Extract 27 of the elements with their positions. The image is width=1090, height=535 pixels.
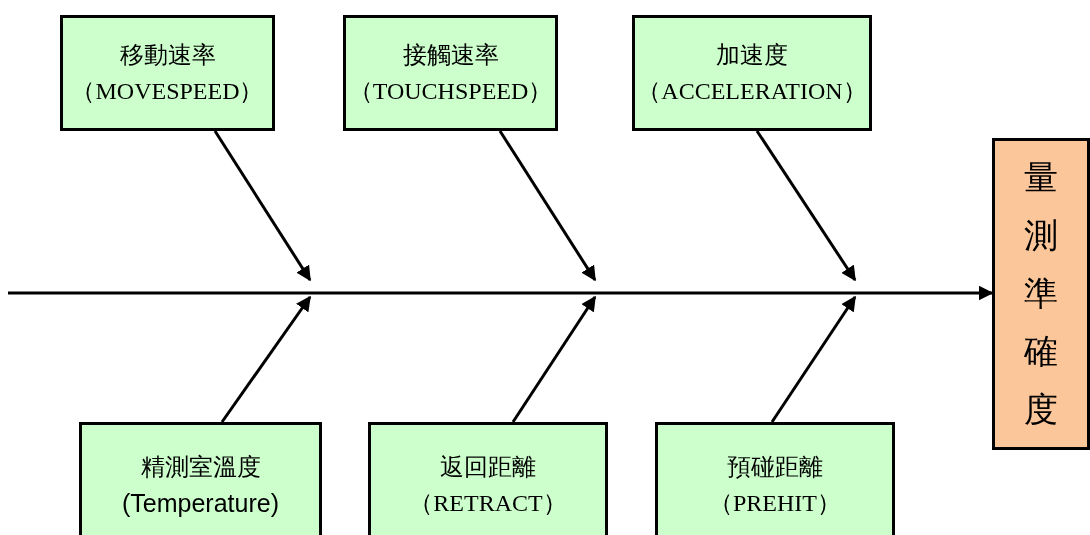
arrow <box>220 295 312 423</box>
arrow <box>770 295 857 423</box>
cause-title: 加速度 <box>716 41 788 70</box>
cause-subtitle: （ACCELERATION） <box>637 77 867 106</box>
cause-title: 預碰距離 <box>727 452 823 482</box>
cause-subtitle: （MOVESPEED） <box>71 77 264 106</box>
effect-box <box>992 138 1090 450</box>
cause-box <box>632 15 872 131</box>
cause-subtitle: (Temperature) <box>122 487 279 519</box>
spine-arrow <box>8 285 994 301</box>
cause-title: 精測室溫度 <box>140 452 261 482</box>
cause-title: 返回距離 <box>440 452 536 482</box>
effect-label: 量測準確度 <box>1023 158 1059 430</box>
cause-box <box>343 15 558 131</box>
cause-box <box>368 422 608 535</box>
cause-box <box>60 15 275 131</box>
arrow <box>213 130 312 282</box>
arrow <box>511 295 597 423</box>
cause-box <box>655 422 895 535</box>
cause-subtitle: （TOUCHSPEED） <box>348 77 553 106</box>
cause-title: 移動速率 <box>119 41 216 70</box>
cause-subtitle: （PREHIT） <box>709 488 841 518</box>
cause-box <box>79 422 322 535</box>
cause-subtitle: （RETRACT） <box>409 488 567 518</box>
arrow <box>498 130 597 282</box>
cause-title: 接觸速率 <box>402 41 499 70</box>
arrow <box>755 130 857 282</box>
